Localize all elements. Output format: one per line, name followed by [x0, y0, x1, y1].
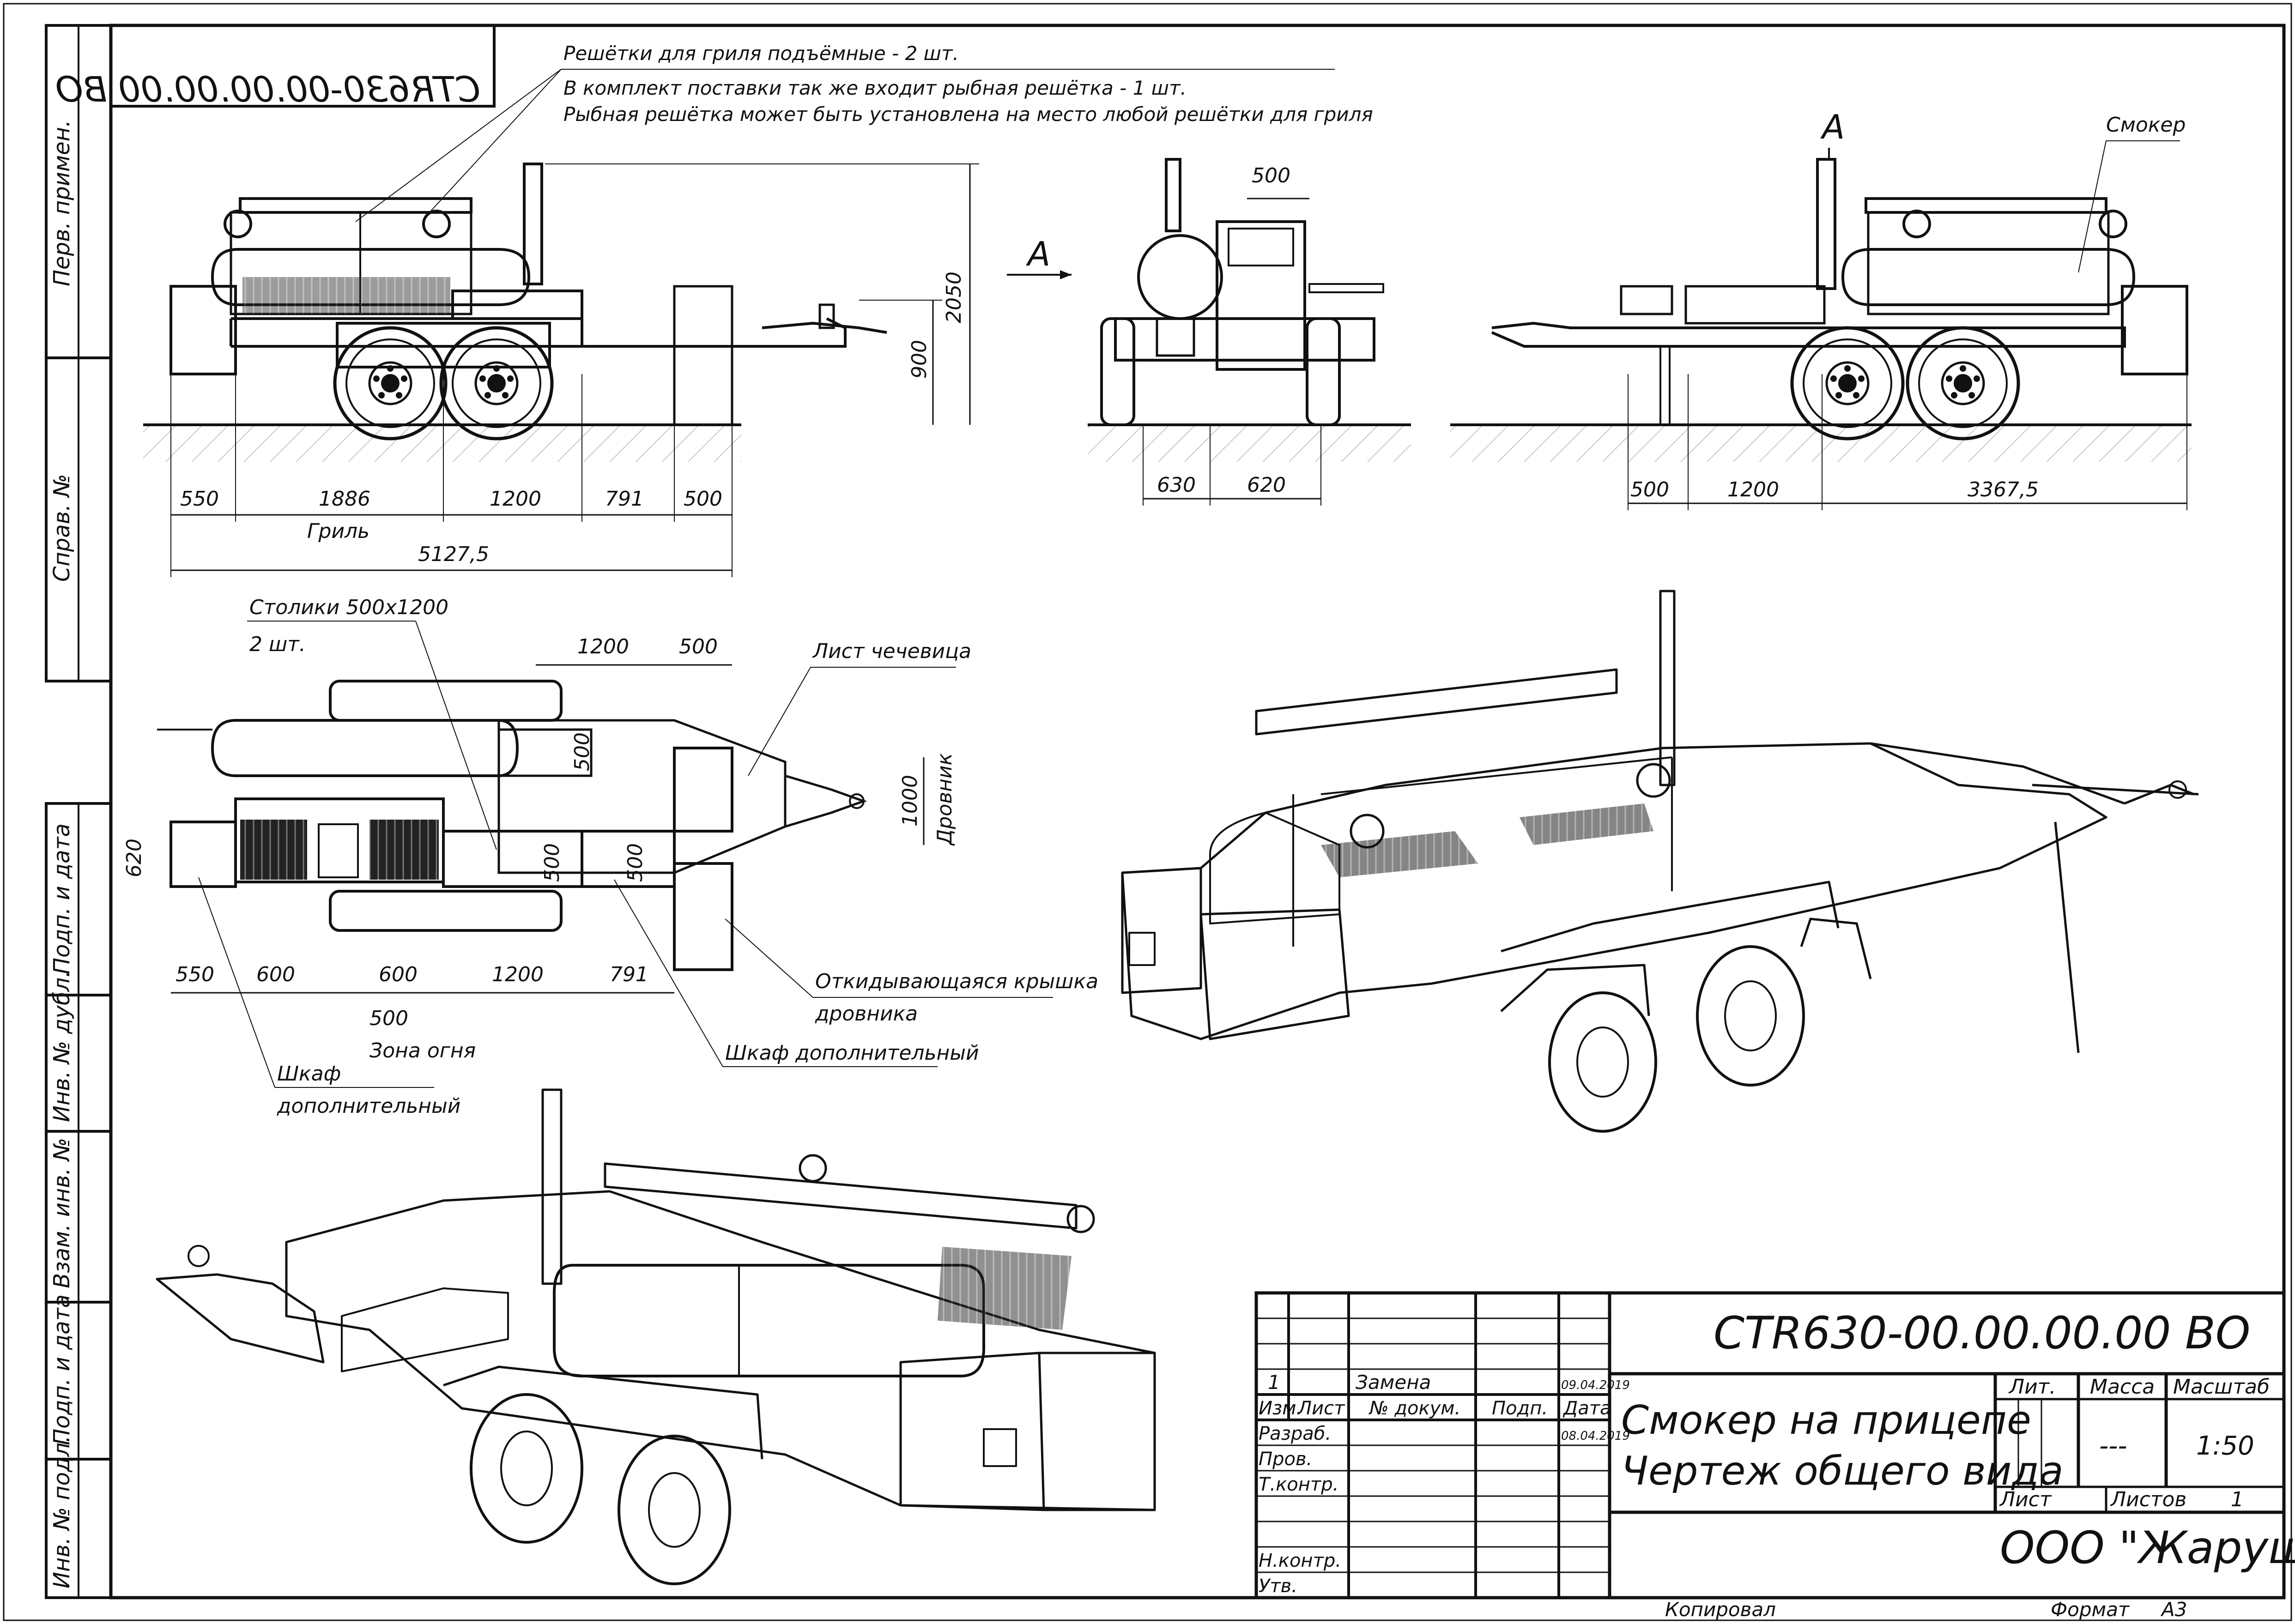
strip-inv-dubl: Инв. № дубл. [49, 971, 75, 1122]
tb-rev-num: 1 [1268, 1371, 1280, 1394]
side-strip: Перв. примен. Справ. № Подп. и дата Инв.… [45, 24, 112, 1599]
format-label: Формат [2051, 1598, 2130, 1621]
tb-massa: Масса [2090, 1375, 2155, 1399]
top-bottom-dim-600b: 600 [379, 963, 418, 986]
format-value: А3 [2160, 1598, 2187, 1621]
tb-razrab: Разраб. [1259, 1423, 1331, 1444]
top-dim-500-top: 500 [679, 635, 718, 658]
side-dim-500: 500 [684, 487, 722, 511]
notes: Решётки для гриля подъёмные - 2 шт. В ко… [355, 42, 1373, 222]
tb-rev-date: 09.04.2019 [1561, 1378, 1630, 1392]
title-code: CTR630-00.00.00.00 ВО [1714, 1307, 2250, 1359]
mirrored-code: CTR630-00.00.00.00 ВО [55, 69, 480, 110]
top-fire-dim: 500 [369, 1007, 408, 1030]
isometric-view-right [1121, 590, 2199, 1133]
strip-inv-podl: Инв. № подл. [49, 1436, 75, 1588]
tb-doc-no: № докум. [1369, 1398, 1460, 1419]
tb-nkontr: Н.контр. [1259, 1550, 1341, 1571]
strip-sprav-no: Справ. № [49, 474, 75, 582]
rear-dim-500: 500 [1630, 478, 1669, 501]
tb-masshtab: Масштаб [2173, 1375, 2270, 1399]
top-tables-count: 2 шт. [249, 633, 306, 656]
tb-rev-text: Замена [1356, 1371, 1431, 1394]
rear-section-label: A [1820, 108, 1845, 146]
side-dim-791: 791 [605, 487, 644, 511]
isometric-view-left [156, 1088, 1156, 1585]
tb-lit: Лит. [2008, 1375, 2056, 1399]
note-line-3: Рыбная решётка может быть установлена на… [563, 103, 1373, 126]
tb-razrab-date: 08.04.2019 [1561, 1429, 1630, 1443]
top-fire-zone: Зона огня [369, 1039, 476, 1063]
front-dim-630: 630 [1157, 473, 1196, 497]
side-dim-1886: 1886 [319, 487, 370, 511]
rear-dim-3367: 3367,5 [1968, 478, 2039, 501]
top-dim-1200: 1200 [577, 635, 629, 658]
top-left-dim: 620 [122, 839, 146, 877]
tb-tkontr: Т.контр. [1259, 1474, 1338, 1495]
note-line-2: В комплект поставки так же входит рыбная… [563, 77, 1187, 99]
side-view: 550 1886 1200 791 500 Гриль 5127,5 900 2… [143, 163, 979, 577]
tb-izm: Изм. [1259, 1398, 1302, 1419]
strip-podp-data-1: Подп. и дата [49, 823, 75, 974]
front-view: A 500 630 620 [1007, 158, 1411, 506]
title-name-line2: Чертеж общего вида [1621, 1448, 2064, 1494]
top-cabinet-extra: Шкаф дополнительный [725, 1041, 979, 1065]
tb-massa-value: --- [2099, 1431, 2127, 1461]
side-dim-1200: 1200 [490, 487, 541, 511]
top-bottom-dim-600a: 600 [256, 963, 295, 986]
rear-dim-1200: 1200 [1727, 478, 1779, 501]
top-lid-label-1: Откидывающаяся крышка [815, 970, 1098, 993]
top-inner-dim-3: 500 [624, 843, 647, 882]
tb-utv: Утв. [1259, 1576, 1297, 1597]
top-view: Столики 500х1200 2 шт. 1200 500 Лист чеч… [122, 596, 1098, 1118]
title-name-line1: Смокер на прицепе [1621, 1397, 2031, 1443]
side-grill-label: Гриль [307, 519, 369, 543]
top-bottom-dim-791: 791 [610, 963, 648, 986]
side-total: 5127,5 [418, 543, 489, 566]
front-dim-500: 500 [1252, 164, 1290, 187]
strip-perv-primen: Перв. примен. [49, 120, 75, 286]
tb-prov: Пров. [1259, 1449, 1312, 1470]
strip-podp-data-2: Подп. и дата [49, 1294, 75, 1445]
top-lid-label-2: дровника [815, 1002, 918, 1026]
rear-smoker-label: Смокер [2106, 113, 2186, 137]
tb-listov-value: 1 [2231, 1488, 2244, 1511]
tb-list: Лист [1999, 1488, 2052, 1511]
top-cabinet-label-2: дополнительный [277, 1094, 460, 1118]
side-dim-550: 550 [180, 487, 219, 511]
title-company: ООО "Жарушка" [2000, 1522, 2295, 1574]
tb-data: Дата [1562, 1398, 1611, 1419]
top-tables-label: Столики 500х1200 [249, 596, 448, 619]
strip-vzam-inv: Взам. инв. № [49, 1138, 75, 1288]
top-cabinet-label-1: Шкаф [277, 1062, 341, 1086]
outer-border [3, 3, 2292, 1621]
top-bottom-dim-1200: 1200 [492, 963, 544, 986]
front-section-label: A [1026, 235, 1050, 273]
note-line-1: Решётки для гриля подъёмные - 2 шт. [563, 42, 959, 65]
side-height-2050: 2050 [942, 272, 966, 323]
top-bottom-dim-550: 550 [176, 963, 214, 986]
top-sheet-label: Лист чечевица [812, 640, 971, 663]
mirrored-code-box: CTR630-00.00.00.00 ВО [55, 24, 496, 110]
tb-podp: Подп. [1492, 1398, 1548, 1419]
side-height-900: 900 [908, 340, 931, 379]
top-inner-dim-1: 500 [570, 732, 594, 771]
rear-view: A Смокер 500 1200 3367,5 [1450, 108, 2192, 510]
top-inner-dim-2: 500 [540, 843, 564, 882]
inner-border [109, 24, 2286, 1600]
tb-masshtab-value: 1:50 [2196, 1431, 2254, 1461]
front-dim-620: 620 [1247, 473, 1286, 497]
title-block: CTR630-00.00.00.00 ВО Смокер на прицепе … [1254, 1291, 2295, 1600]
tb-list-col: Лист [1297, 1398, 1345, 1419]
top-drovnik-label: Дровник [933, 753, 957, 846]
copied-label: Копировал [1665, 1598, 1776, 1621]
top-drovnik-dim: 1000 [898, 775, 922, 827]
tb-listov: Листов [2110, 1488, 2186, 1511]
